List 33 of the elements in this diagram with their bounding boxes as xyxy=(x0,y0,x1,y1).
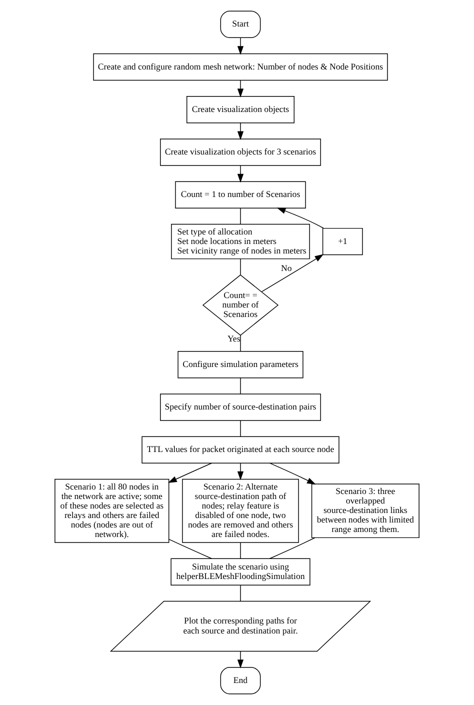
node-box: Specify number of source-destination pairs xyxy=(160,394,321,421)
node-box: Scenario 2: Alternate source-destination path of nodes; relay feature is disabled of one node, two nodes are removed and others are failed nodes. xyxy=(182,478,299,543)
node-box: Scenario 1: all 80 nodes in the network are active; some of these nodes are selected as relays and others are failed nodes (nodes are out of network). xyxy=(54,478,170,543)
node-box: End xyxy=(220,667,261,694)
edge-label: Yes xyxy=(227,333,240,344)
node-box: Count = 1 to number of Scenarios xyxy=(175,181,306,208)
connector xyxy=(240,542,241,559)
node-box: Create and configure random mesh network: Number of nodes & Node Positions xyxy=(93,53,388,81)
connector xyxy=(240,378,241,394)
arrow xyxy=(261,254,324,292)
connector xyxy=(240,335,241,352)
arrow xyxy=(237,165,244,183)
arrow xyxy=(237,462,244,480)
connector xyxy=(240,258,241,276)
connector xyxy=(240,420,241,437)
node-box: Create visualization objects xyxy=(186,96,294,124)
arrow xyxy=(276,208,324,229)
node-box: Configure simulation parameters xyxy=(178,351,304,378)
node-box: TTL values for packet originated at each source node xyxy=(142,436,340,464)
connector xyxy=(240,584,241,602)
arrow xyxy=(237,122,244,140)
node-box: +1 xyxy=(322,228,363,256)
arrow xyxy=(237,80,244,98)
node-box: Scenario 3: three overlapped source-destination links between nodes with limited range among them. xyxy=(311,484,420,538)
arrow xyxy=(237,37,244,55)
connector xyxy=(240,208,241,224)
edge-label: No xyxy=(280,262,292,273)
node-box: Start xyxy=(220,10,261,38)
node-box: Set type of allocation Set node locations in meters Set vicinity range of nodes in meters xyxy=(171,224,310,260)
node-box: Create visualization objects for 3 scenarios xyxy=(160,138,321,166)
node-box: Simulate the scenario using helperBLEMeshFloodingSimulation xyxy=(170,558,310,586)
node-diamond: Count= = number of Scenarios xyxy=(202,274,279,336)
arrow xyxy=(237,650,244,668)
